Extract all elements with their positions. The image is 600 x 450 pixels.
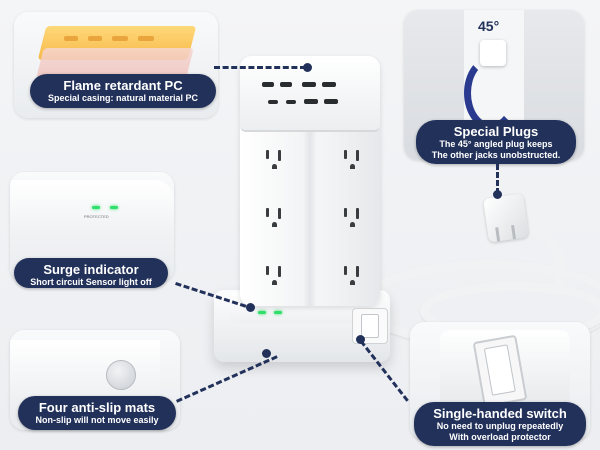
surge-title: Surge indicator xyxy=(43,262,139,277)
usb-port xyxy=(322,82,336,87)
surge-callout-label: Surge indicator Short circuit Sensor lig… xyxy=(14,258,168,288)
mats-title: Four anti-slip mats xyxy=(38,400,156,415)
switch-callout-label: Single-handed switch No need to unplug r… xyxy=(414,402,586,446)
mats-subtitle: Non-slip will not move easily xyxy=(35,415,159,425)
flame-connector xyxy=(214,66,306,69)
usb-port xyxy=(302,82,316,87)
layer-ports xyxy=(54,36,174,46)
plugs-subtitle-1: The 45° angled plug keeps xyxy=(439,139,553,149)
ac-outlet xyxy=(340,258,368,290)
usb-c-port xyxy=(268,100,278,104)
power-cord xyxy=(505,225,564,294)
surge-connector-dot xyxy=(246,303,255,312)
flame-connector-dot xyxy=(303,63,312,72)
power-switch[interactable] xyxy=(352,308,388,344)
switch-connector-dot xyxy=(356,335,365,344)
mats-connector-dot xyxy=(262,349,271,358)
switch-rocker[interactable] xyxy=(361,314,379,338)
switch-title: Single-handed switch xyxy=(433,406,567,421)
usb-port xyxy=(280,82,292,87)
plugs-subtitle-2: The other jacks unobstructed. xyxy=(431,150,561,160)
ac-outlet xyxy=(262,258,290,290)
anti-slip-mat xyxy=(106,360,136,390)
surge-subtitle: Short circuit Sensor light off xyxy=(30,277,152,287)
usb-c-port xyxy=(286,100,296,104)
plugs-connector-dot xyxy=(493,190,502,199)
indicator-casing xyxy=(10,180,174,240)
ac-outlet xyxy=(262,142,290,174)
plugs-callout-label: Special Plugs The 45° angled plug keeps … xyxy=(416,120,576,164)
led-indicator-1 xyxy=(258,311,266,314)
switch-subtitle-1: No need to unplug repeatedly xyxy=(436,421,564,431)
angled-plug xyxy=(483,193,529,243)
surge-led-1 xyxy=(92,206,100,209)
flame-subtitle: Special casing: natural material PC xyxy=(47,93,199,103)
led-indicator-2 xyxy=(274,311,282,314)
plug-cable xyxy=(464,56,518,130)
flame-title: Flame retardant PC xyxy=(63,78,183,93)
ac-outlet xyxy=(340,200,368,232)
ac-outlet xyxy=(262,200,290,232)
plugs-connector xyxy=(496,164,499,194)
ac-outlet xyxy=(340,142,368,174)
usb-port xyxy=(324,99,338,104)
flame-callout-label: Flame retardant PC Special casing: natur… xyxy=(30,74,216,108)
plugs-title: Special Plugs xyxy=(453,124,539,139)
indicator-text: PROTECTED xyxy=(84,214,109,219)
usb-port xyxy=(262,82,274,87)
angle-label: 45° xyxy=(478,18,500,34)
surge-led-2 xyxy=(110,206,118,209)
usb-port xyxy=(304,99,318,104)
mats-callout-label: Four anti-slip mats Non-slip will not mo… xyxy=(18,396,176,430)
switch-subtitle-2: With overload protector xyxy=(449,432,551,442)
